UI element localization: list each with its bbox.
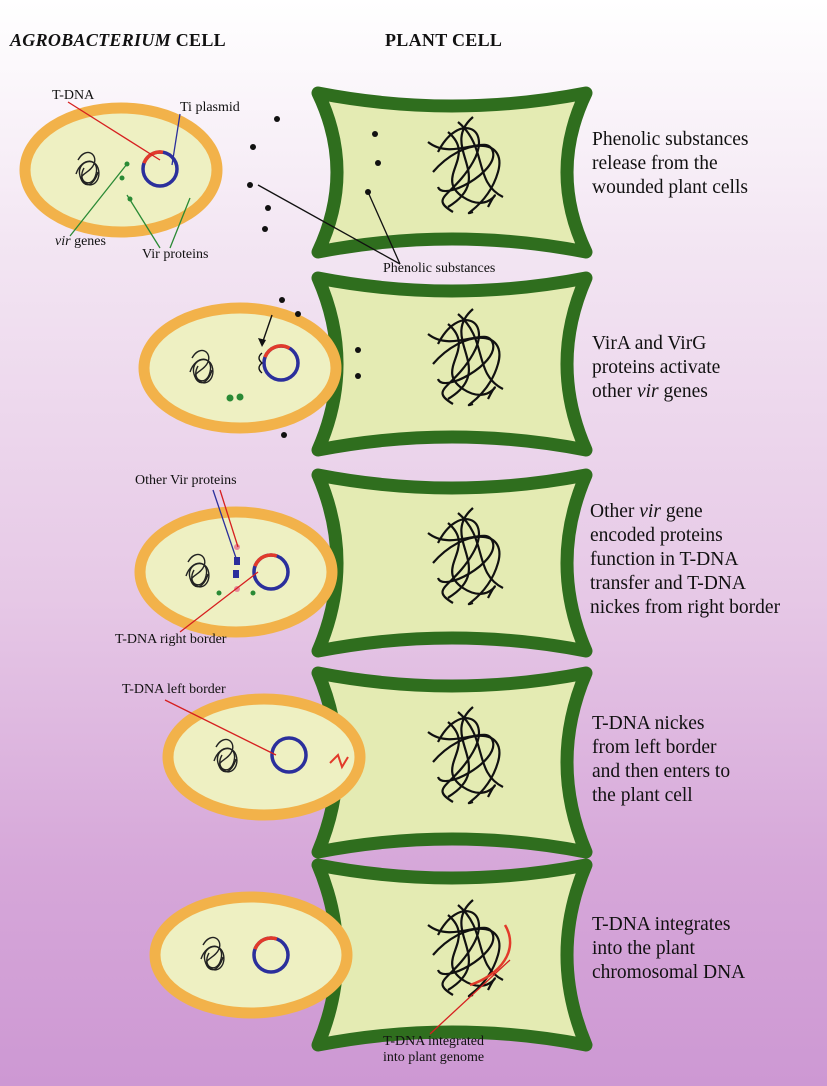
- vir-protein-2: [120, 176, 125, 181]
- step-1-description: Phenolic substances release from the wou…: [592, 128, 749, 200]
- plant-cell-1: [318, 93, 586, 252]
- phenolic-dot-6: [372, 131, 378, 137]
- agrobacterium-cell-header: AGROBACTERIUM CELL: [10, 30, 226, 51]
- phenolic-substances-label: Phenolic substances: [383, 261, 495, 277]
- step-5-description: T-DNA integrates into the plant chromoso…: [592, 913, 745, 985]
- t-dna-left-border-label: T-DNA left border: [122, 682, 226, 698]
- phenolic-dot-2: [250, 144, 256, 150]
- agrobacterium-5: [155, 897, 347, 1013]
- phenolic-dot-1: [274, 116, 280, 122]
- t-dna-integrated-label: T-DNA integrated into plant genome: [383, 1034, 484, 1066]
- other-vir-proteins-label: Other Vir proteins: [135, 473, 237, 489]
- t-dna-integrated-line-2: into plant genome: [383, 1050, 484, 1066]
- phenolic-dot-12: [355, 373, 361, 379]
- vir-genes-italic: vir: [55, 234, 71, 249]
- plant-cells: [318, 93, 586, 1045]
- ti-plasmid-label: Ti plasmid: [180, 100, 240, 116]
- plant-cell-5: [318, 865, 586, 1045]
- agrobacterium-2: [144, 308, 336, 428]
- phenolic-dot-10: [295, 311, 301, 317]
- plant-cell-2: [318, 278, 586, 450]
- agrobacterium-1: [25, 108, 217, 232]
- vir-proteins-label: Vir proteins: [142, 247, 208, 263]
- phenolic-dot-5: [262, 226, 268, 232]
- step-4-description: T-DNA nickes from left border and then e…: [592, 712, 730, 808]
- vir-protein-complex-1: [234, 557, 240, 565]
- vir-protein-dot-13: [227, 395, 234, 402]
- phenolic-dot-13: [281, 432, 287, 438]
- vir-protein-dot-14: [237, 394, 244, 401]
- plant-cell-header: PLANT CELL: [385, 30, 502, 51]
- vir-protein-complex-2: [233, 570, 239, 578]
- vir-genes-rest: genes: [71, 234, 106, 249]
- vir-protein-green-3: [217, 591, 222, 596]
- agrobacterium-header-italic: AGROBACTERIUM: [10, 30, 171, 50]
- plant-cell-3: [318, 475, 586, 651]
- agrobacterium-header-rest: CELL: [171, 30, 226, 50]
- phenolic-dot-11: [355, 347, 361, 353]
- vir-genes-label: vir genes: [55, 234, 106, 250]
- phenolic-dot-3: [247, 182, 253, 188]
- vir-protein-green-4: [251, 591, 256, 596]
- phenolic-dot-7: [375, 160, 381, 166]
- phenolic-dot-4: [265, 205, 271, 211]
- t-dna-integrated-line-1: T-DNA integrated: [383, 1034, 484, 1050]
- t-dna-right-border-label: T-DNA right border: [115, 632, 226, 648]
- phenolic-dot-9: [279, 297, 285, 303]
- t-dna-label: T-DNA: [52, 88, 94, 104]
